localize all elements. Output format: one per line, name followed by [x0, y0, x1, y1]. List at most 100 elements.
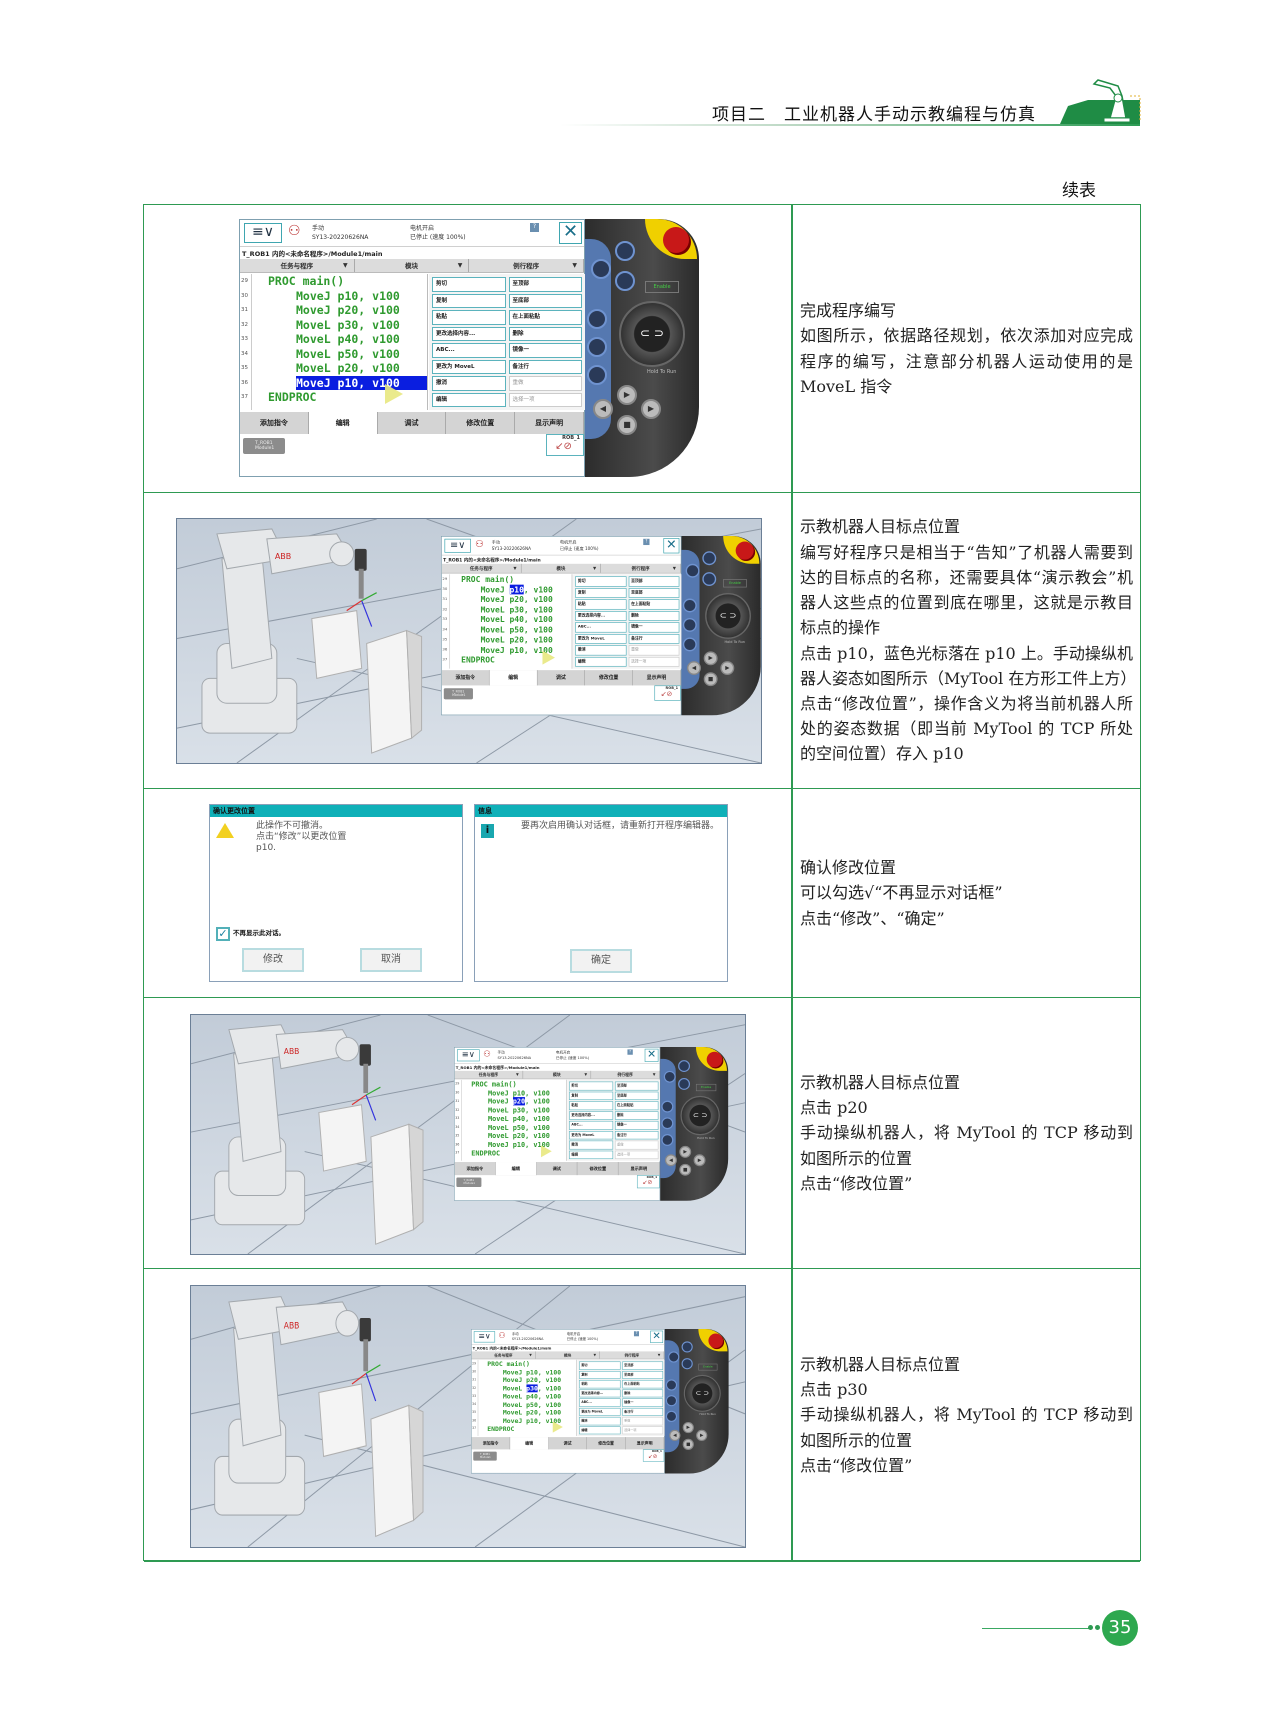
- key-button[interactable]: [661, 1117, 674, 1130]
- edit-menu-item[interactable]: 至顶部: [508, 277, 582, 292]
- edit-menu-item[interactable]: 在上面粘贴: [628, 599, 680, 610]
- edit-menu-item[interactable]: 至顶部: [614, 1081, 659, 1091]
- quickset-button[interactable]: ROB_1↙⊘: [636, 1175, 660, 1189]
- selected-target[interactable]: p20: [512, 1097, 526, 1106]
- edit-menu-item[interactable]: 撤消: [579, 1416, 621, 1426]
- debug-button[interactable]: 调试: [537, 1162, 578, 1176]
- edit-menu-item[interactable]: 更改为 MoveL: [575, 633, 627, 644]
- edit-button[interactable]: 编辑: [308, 412, 378, 434]
- key-button[interactable]: [615, 271, 635, 291]
- stop-button[interactable]: ■: [617, 415, 637, 435]
- help-icon[interactable]: ?: [643, 538, 650, 546]
- key-button[interactable]: [681, 1358, 693, 1370]
- key-button[interactable]: [665, 1410, 678, 1422]
- key-button[interactable]: [682, 618, 697, 632]
- key-button[interactable]: [663, 1070, 676, 1083]
- edit-menu-item[interactable]: 复制: [569, 1091, 613, 1101]
- close-button[interactable]: ✕: [644, 1048, 659, 1062]
- key-button[interactable]: [587, 309, 607, 329]
- close-button[interactable]: ✕: [559, 222, 582, 244]
- edit-menu-item[interactable]: 删除: [628, 610, 680, 621]
- tab-modules[interactable]: 模块: [355, 259, 470, 273]
- edit-menu-item[interactable]: 撤消: [569, 1140, 613, 1150]
- selected-target[interactable]: p10: [509, 584, 524, 595]
- edit-menu-item[interactable]: 撤消: [432, 376, 506, 391]
- key-button[interactable]: [678, 1060, 691, 1073]
- task-chip[interactable]: T_ROB1 Module1: [443, 688, 473, 700]
- edit-menu-item[interactable]: 至底部: [628, 587, 680, 598]
- ok-button[interactable]: 确定: [570, 949, 632, 973]
- tab-routines[interactable]: 例行程序: [600, 1351, 665, 1359]
- edit-menu-item[interactable]: 重做: [621, 1416, 664, 1426]
- edit-button[interactable]: 编辑: [510, 1437, 549, 1450]
- main-menu-button[interactable]: ≡∨: [473, 1331, 496, 1343]
- edit-menu-item[interactable]: ABC...: [575, 622, 627, 633]
- edit-menu-item[interactable]: 至底部: [508, 293, 582, 308]
- joystick[interactable]: ⊂ ⊃: [683, 1374, 721, 1412]
- edit-menu-item[interactable]: ABC...: [432, 343, 506, 358]
- edit-menu-item[interactable]: 复制: [579, 1370, 621, 1379]
- add-instruction-button[interactable]: 添加指令: [240, 412, 309, 434]
- tab-routines[interactable]: 例行程序: [591, 1070, 660, 1079]
- edit-menu-item[interactable]: 粘贴: [569, 1101, 613, 1110]
- key-button[interactable]: [685, 563, 700, 578]
- start-button[interactable]: ▶: [617, 385, 637, 405]
- key-button[interactable]: [587, 365, 607, 385]
- edit-menu-item[interactable]: 重做: [508, 376, 582, 391]
- edit-menu-item[interactable]: 备注行: [621, 1407, 664, 1416]
- edit-menu-item[interactable]: 更改选择内容...: [579, 1389, 621, 1398]
- modify-position-button[interactable]: 修改位置: [446, 412, 516, 434]
- key-button[interactable]: [665, 1379, 678, 1391]
- show-declarations-button[interactable]: 显示声明: [515, 412, 584, 434]
- edit-menu-item[interactable]: 粘贴: [579, 1379, 621, 1389]
- joystick[interactable]: ⊂ ⊃: [680, 1095, 720, 1136]
- emergency-stop-button[interactable]: [735, 541, 754, 560]
- modify-button[interactable]: 修改: [242, 948, 304, 972]
- help-icon[interactable]: ?: [627, 1049, 633, 1055]
- edit-menu-item[interactable]: 选择一项: [628, 656, 680, 667]
- key-button[interactable]: [661, 1134, 674, 1146]
- edit-menu-item[interactable]: 剪切: [569, 1081, 613, 1091]
- key-button[interactable]: [587, 337, 607, 357]
- key-button[interactable]: [702, 551, 717, 566]
- edit-menu-item[interactable]: 至顶部: [621, 1361, 664, 1370]
- show-declarations-button[interactable]: 显示声明: [626, 1437, 665, 1450]
- edit-menu-item[interactable]: 复制: [432, 293, 506, 308]
- stop-button[interactable]: ■: [679, 1163, 692, 1176]
- modify-position-button[interactable]: 修改位置: [578, 1162, 619, 1176]
- tab-routines[interactable]: 例行程序: [469, 259, 585, 273]
- joystick[interactable]: ⊂ ⊃: [619, 301, 685, 367]
- add-instruction-button[interactable]: 添加指令: [442, 670, 490, 686]
- joystick[interactable]: ⊂ ⊃: [705, 592, 751, 639]
- quickset-button[interactable]: ROB_1↙⊘: [642, 1449, 665, 1462]
- tab-modules[interactable]: 模块: [523, 1070, 592, 1079]
- tab-modules[interactable]: 模块: [521, 563, 602, 574]
- key-button[interactable]: [682, 637, 697, 652]
- edit-menu-item[interactable]: 镜像一: [614, 1120, 659, 1130]
- edit-menu-item[interactable]: 选择一项: [614, 1150, 659, 1160]
